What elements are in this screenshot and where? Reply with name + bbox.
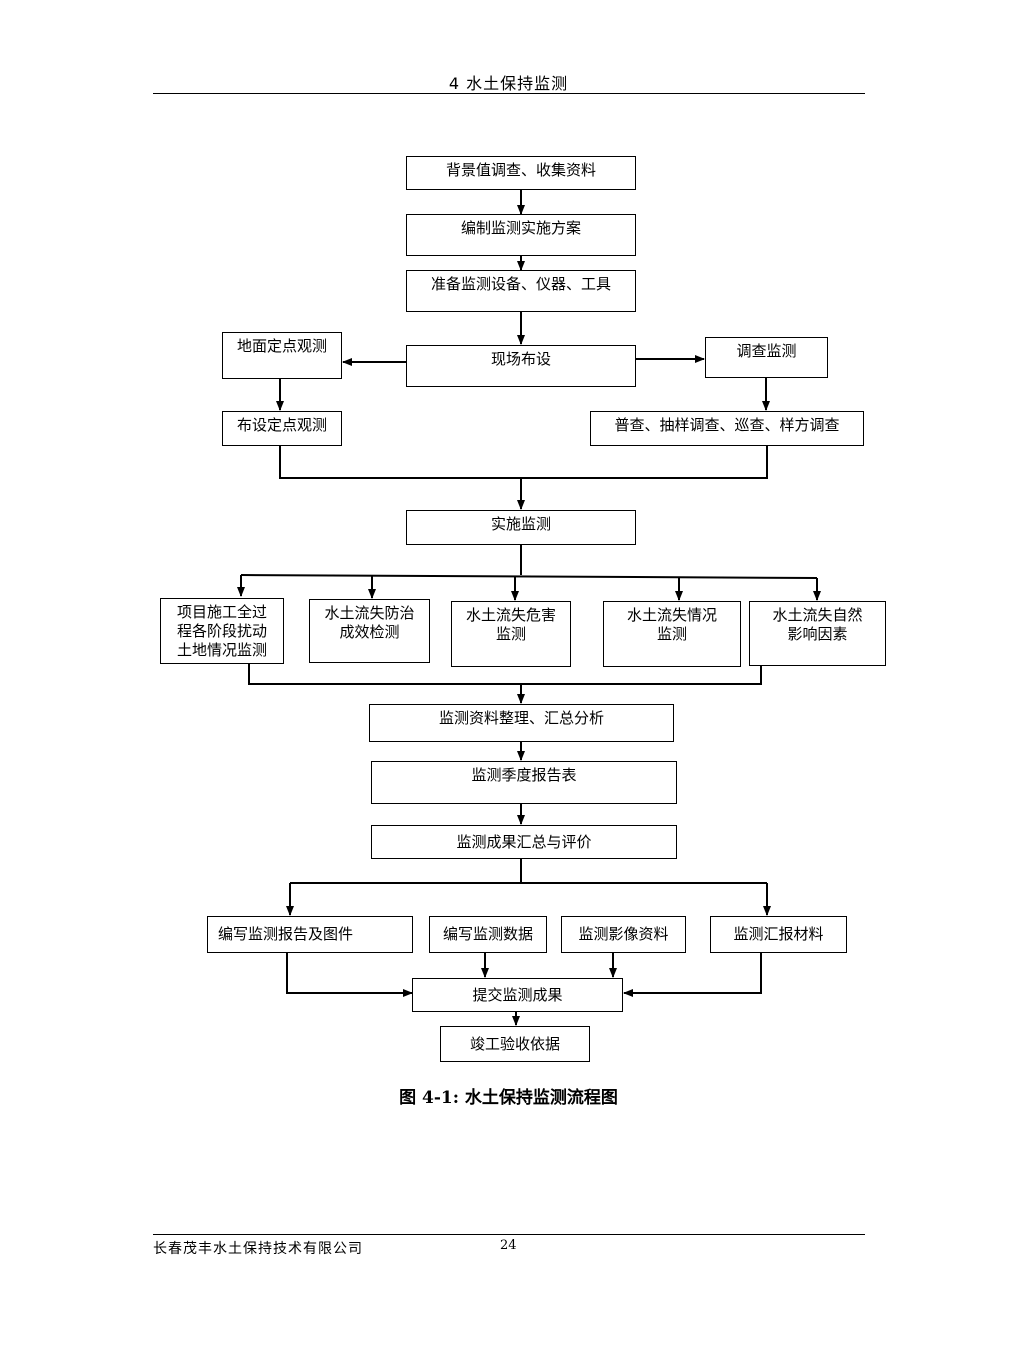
node-ground-fixed-observation: 地面定点观测 bbox=[222, 332, 342, 379]
node-organize-analysis: 监测资料整理、汇总分析 bbox=[369, 704, 674, 742]
node-survey-types: 普查、抽样调查、巡查、样方调查 bbox=[590, 411, 864, 446]
node-item-prevention-effect: 水土流失防治成效检测 bbox=[309, 599, 430, 663]
node-quarterly-report: 监测季度报告表 bbox=[371, 761, 677, 804]
node-acceptance-basis: 竣工验收依据 bbox=[440, 1026, 590, 1062]
figure-caption: 图 4-1: 水土保持监测流程图 bbox=[399, 1088, 618, 1108]
node-results-summary: 监测成果汇总与评价 bbox=[371, 825, 677, 859]
node-output-images: 监测影像资料 bbox=[561, 916, 686, 953]
node-output-report: 编写监测报告及图件 bbox=[207, 916, 413, 953]
node-compile-plan: 编制监测实施方案 bbox=[406, 214, 636, 256]
node-submit-results: 提交监测成果 bbox=[412, 978, 623, 1012]
node-item-natural-factors: 水土流失自然影响因素 bbox=[749, 601, 886, 666]
node-set-fixed-observation: 布设定点观测 bbox=[222, 411, 342, 446]
node-prepare-equipment: 准备监测设备、仪器、工具 bbox=[406, 270, 636, 312]
node-item-disturbance: 项目施工全过程各阶段扰动土地情况监测 bbox=[160, 598, 284, 664]
header-rule bbox=[153, 93, 865, 94]
node-output-data: 编写监测数据 bbox=[429, 916, 547, 953]
node-survey-monitoring: 调查监测 bbox=[705, 337, 828, 378]
node-site-layout: 现场布设 bbox=[406, 345, 636, 387]
footer-page-number: 24 bbox=[500, 1238, 517, 1253]
node-item-situation: 水土流失情况监测 bbox=[603, 601, 741, 667]
node-item-hazard: 水土流失危害监测 bbox=[451, 601, 571, 667]
node-implement-monitoring: 实施监测 bbox=[406, 510, 636, 545]
node-background-survey: 背景值调查、收集资料 bbox=[406, 156, 636, 190]
page-header-title: 4 水土保持监测 bbox=[448, 74, 569, 93]
node-output-briefing: 监测汇报材料 bbox=[710, 916, 847, 953]
footer-company: 长春茂丰水土保持技术有限公司 bbox=[153, 1241, 363, 1257]
footer-rule bbox=[153, 1234, 865, 1235]
